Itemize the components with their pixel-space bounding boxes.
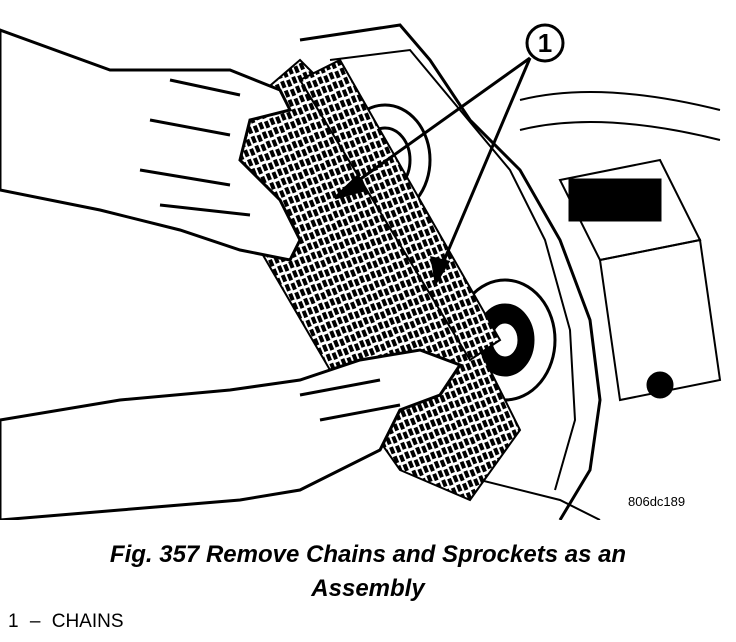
callout-circle (525, 23, 565, 63)
legend-number: 1 (8, 611, 19, 632)
caption-line-1: Fig. 357 Remove Chains and Sprockets as … (109, 541, 627, 568)
legend-item: 1 – CHAINS (8, 611, 130, 633)
chains (228, 58, 522, 502)
figure-caption: Fig. 357 Remove Chains and Sprockets as … (0, 538, 736, 606)
legend-separator: – (29, 611, 41, 632)
callout-arrows (333, 56, 532, 287)
caption-line-2: Assembly (311, 575, 425, 602)
figure-id: 806dc189 (628, 494, 686, 509)
left-hand (0, 28, 302, 262)
right-hand (0, 348, 463, 520)
legend-label: CHAINS (51, 611, 124, 632)
chain-removal-illustration: 1 (0, 23, 722, 520)
callout-number: 1 (538, 28, 552, 58)
